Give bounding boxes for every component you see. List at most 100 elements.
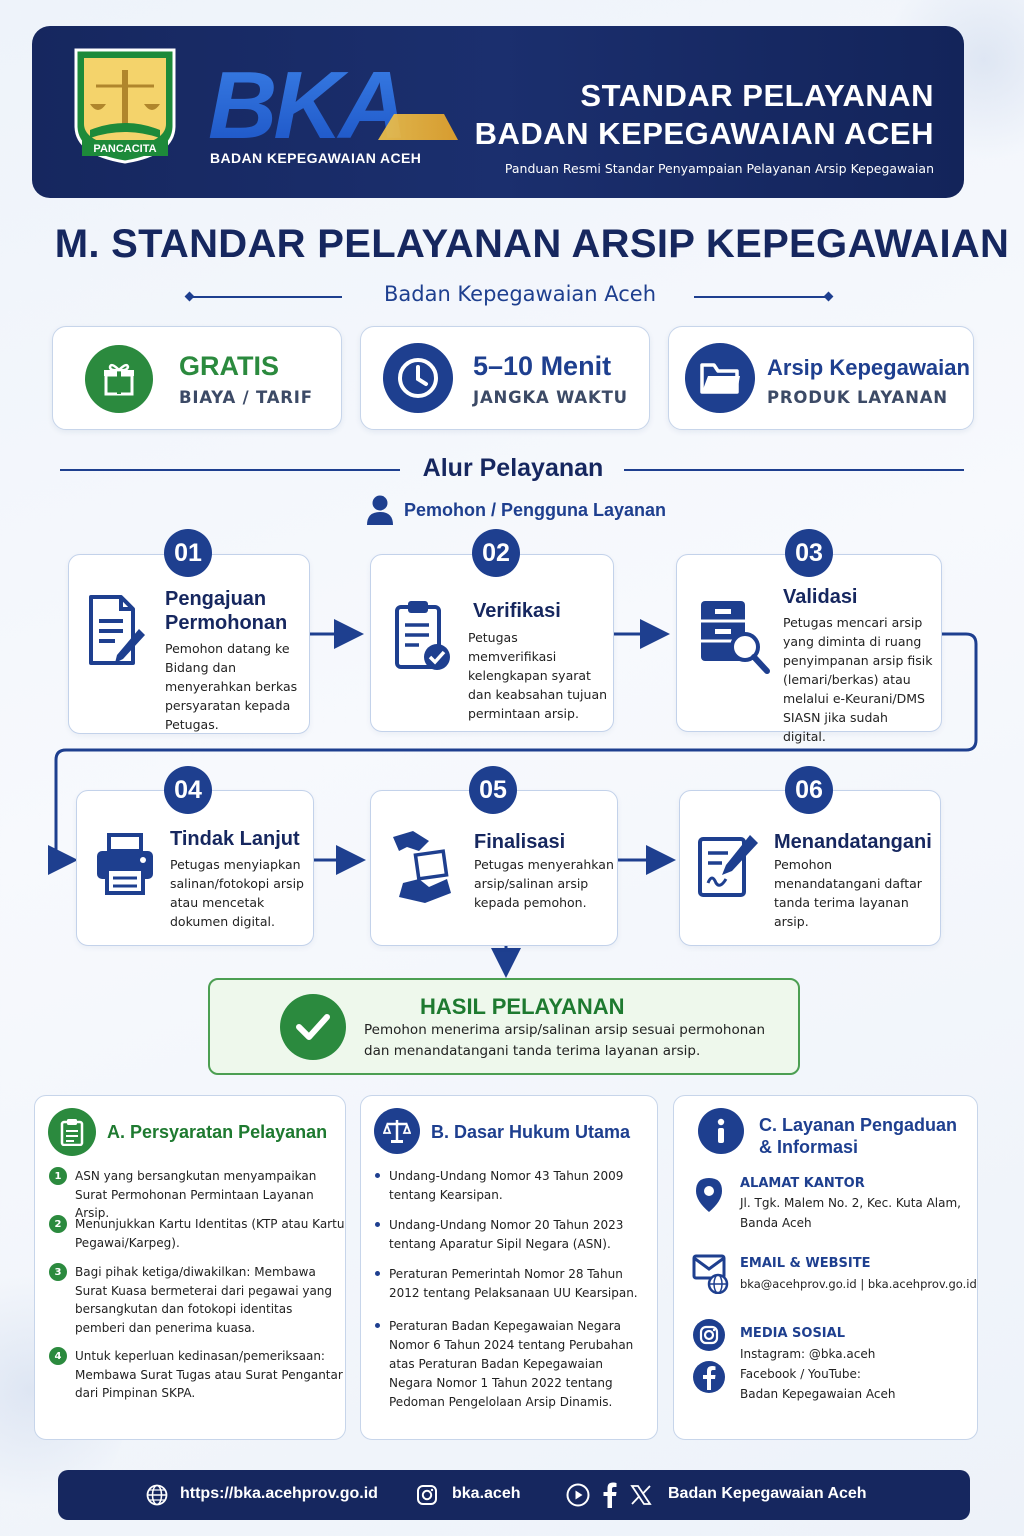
info-product-label: PRODUK LAYANAN — [767, 388, 948, 407]
user-icon — [367, 495, 393, 525]
flow-divider-left — [60, 469, 400, 471]
result-title: HASIL PELAYANAN — [420, 994, 625, 1019]
law-item: Undang-Undang Nomor 43 Tahun 2009 tentan… — [375, 1167, 645, 1205]
check-circle-icon — [280, 994, 346, 1060]
step-desc: Petugas mencari arsip yang diminta di ru… — [783, 615, 933, 744]
step-number: 04 — [164, 766, 212, 814]
info-fee-label: BIAYA / TARIF — [179, 388, 313, 407]
requirement-number: 1 — [49, 1167, 67, 1185]
contact-card: C. Layanan Pengaduan & Informasi ALAMAT … — [673, 1095, 978, 1440]
scales-icon — [374, 1108, 420, 1154]
clipboard-check-icon — [395, 601, 450, 670]
info-card-fee: GRATIS BIAYA / TARIF — [52, 326, 342, 430]
page-title: M. STANDAR PELAYANAN ARSIP KEPEGAWAIAN — [54, 222, 1010, 266]
info-fee-value: GRATIS — [179, 351, 279, 381]
instagram-icon[interactable] — [416, 1484, 438, 1506]
globe-icon — [146, 1484, 168, 1506]
step-card-03: Validasi Petugas mencari arsip yang dimi… — [676, 554, 942, 744]
facebook-name[interactable]: Badan Kepegawaian Aceh — [740, 1387, 896, 1401]
requirements-title: A. Persyaratan Pelayanan — [107, 1122, 328, 1142]
step-number: 02 — [472, 529, 520, 577]
header-subtitle: Panduan Resmi Standar Penyampaian Pelaya… — [504, 161, 934, 176]
step-card-05: Finalisasi Petugas menyerahkan arsip/sal… — [370, 790, 618, 946]
footer-instagram[interactable]: bka.aceh — [452, 1485, 521, 1502]
facebook-icon[interactable] — [602, 1482, 618, 1508]
step-title: Tindak Lanjut — [170, 828, 300, 850]
archive-search-icon — [701, 601, 770, 674]
header-title-line1: STANDAR PELAYANAN — [580, 78, 934, 113]
footer-socials[interactable]: Badan Kepegawaian Aceh — [668, 1485, 867, 1502]
header-banner: PANCACITA BKA BADAN KEPEGAWAIAN ACEH STA… — [32, 26, 964, 198]
result-desc: Pemohon menerima arsip/salinan arsip ses… — [364, 1022, 766, 1059]
sign-document-icon — [698, 835, 758, 897]
info-product-value: Arsip Kepegawaian — [767, 355, 970, 380]
divider-left — [192, 296, 342, 298]
legal-basis-card: B. Dasar Hukum Utama Undang-Undang Nomor… — [360, 1095, 658, 1440]
step-title: Validasi — [783, 586, 858, 608]
step-desc: Petugas menyerahkan arsip/salinan arsip … — [474, 857, 614, 910]
x-twitter-icon[interactable] — [630, 1484, 652, 1506]
law-item: Peraturan Badan Kepegawaian Negara Nomor… — [375, 1317, 645, 1412]
clipboard-list-icon — [48, 1108, 96, 1156]
flow-arrows — [48, 619, 978, 978]
step-title: Verifikasi — [473, 600, 561, 622]
location-pin-icon — [696, 1178, 722, 1212]
youtube-icon[interactable] — [566, 1483, 590, 1507]
step-card-04: Tindak Lanjut Petugas menyiapkan salinan… — [76, 790, 314, 946]
footer-website[interactable]: https://bka.acehprov.go.id — [180, 1485, 378, 1502]
svg-text:PANCACITA: PANCACITA — [93, 143, 156, 155]
pancacita-emblem: PANCACITA — [74, 48, 176, 164]
step-number: 01 — [164, 529, 212, 577]
law-item: Peraturan Pemerintah Nomor 28 Tahun 2012… — [375, 1265, 645, 1303]
step-number: 05 — [469, 766, 517, 814]
printer-icon — [97, 833, 153, 895]
email-web-icon — [692, 1254, 729, 1294]
result-box: HASIL PELAYANAN Pemohon menerima arsip/s… — [208, 978, 800, 1075]
email-label: EMAIL & WEBSITE — [740, 1256, 871, 1271]
folder-icon — [685, 343, 755, 413]
org-subtitle: Badan Kepegawaian Aceh — [383, 282, 657, 306]
logo-subtitle: BADAN KEPEGAWAIAN ACEH — [210, 150, 422, 166]
flow-divider-right — [624, 469, 964, 471]
header-title-line2: BADAN KEPEGAWAIAN ACEH — [474, 116, 934, 151]
info-card-product: Arsip Kepegawaian PRODUK LAYANAN — [668, 326, 974, 430]
clock-icon — [383, 343, 453, 413]
legal-basis-title: B. Dasar Hukum Utama — [431, 1122, 631, 1142]
law-item: Undang-Undang Nomor 20 Tahun 2023 tentan… — [375, 1216, 645, 1254]
info-card-duration: 5–10 Menit JANGKA WAKTU — [360, 326, 650, 430]
info-duration-label: JANGKA WAKTU — [473, 388, 628, 407]
document-pen-icon — [89, 595, 145, 665]
step-desc: Petugas menyiapkan salinan/fotokopi arsi… — [170, 857, 304, 929]
bka-logo: BKA — [208, 56, 458, 146]
flow-title: Alur Pelayanan — [422, 454, 604, 482]
svg-text:BKA: BKA — [208, 56, 404, 146]
requirement-number: 3 — [49, 1263, 67, 1281]
contact-title: C. Layanan Pengaduan & Informasi — [759, 1115, 958, 1157]
step-number: 06 — [785, 766, 833, 814]
info-icon — [698, 1108, 744, 1154]
step-card-02: Verifikasi Petugas memverifikasi kelengk… — [370, 554, 614, 732]
step-number: 03 — [785, 529, 833, 577]
info-duration-value: 5–10 Menit — [473, 351, 612, 381]
address-label: ALAMAT KANTOR — [740, 1176, 865, 1191]
step-title: Menandatangani — [774, 831, 932, 853]
instagram-text[interactable]: Instagram: @bka.aceh — [740, 1347, 876, 1361]
email-text[interactable]: bka@acehprov.go.id | bka.acehprov.go.id — [740, 1277, 977, 1291]
instagram-icon[interactable] — [692, 1318, 726, 1352]
facebook-text[interactable]: Facebook / YouTube: — [740, 1367, 861, 1381]
requirement-number: 2 — [49, 1215, 67, 1233]
handover-icon — [393, 831, 451, 903]
step-title: Finalisasi — [474, 831, 566, 853]
step-desc: Pemohon menandatangani daftar tanda teri… — [774, 857, 922, 929]
step-card-01: Pengajuan Permohonan Pemohon datang ke B… — [68, 554, 310, 734]
requirement-number: 4 — [49, 1347, 67, 1365]
step-card-06: Menandatangani Pemohon menandatangani da… — [679, 790, 941, 946]
facebook-icon[interactable] — [692, 1360, 726, 1394]
flow-actor: Pemohon / Pengguna Layanan — [404, 500, 667, 520]
social-label: MEDIA SOSIAL — [740, 1326, 845, 1341]
